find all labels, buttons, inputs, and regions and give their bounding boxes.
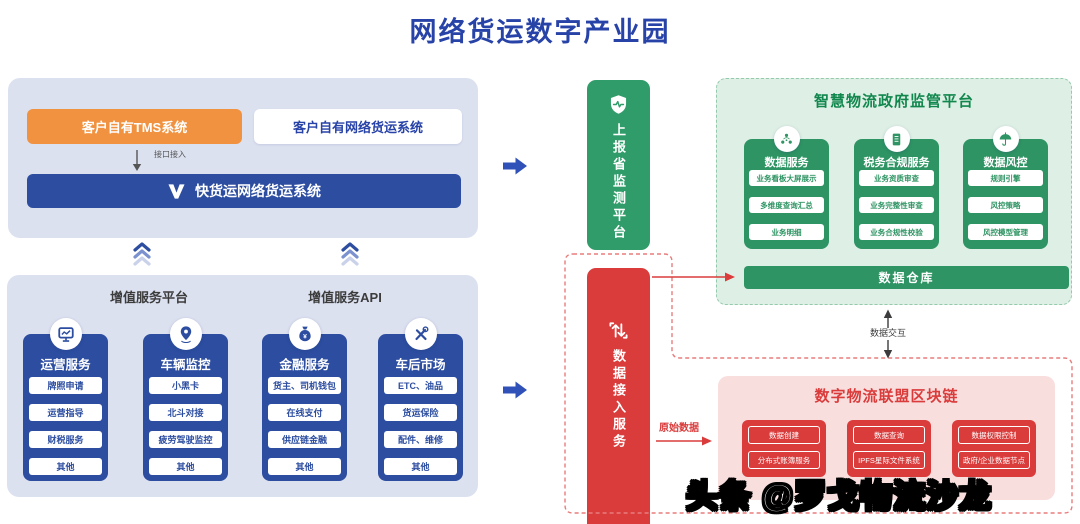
provincial-monitoring-label: 上报省监测平台 (611, 123, 626, 242)
svg-text:¥: ¥ (303, 334, 307, 341)
value-added-column: 车辆监控小黑卡北斗对接疲劳驾驶监控其他 (143, 318, 228, 481)
money-bag-icon: ¥ (288, 318, 321, 350)
gov-column: 税务合规服务业务资质审查业务完整性审查业务合规性校验 (854, 126, 939, 249)
column-title: 税务合规服务 (863, 157, 930, 169)
gov-service-item: 业务完整性审查 (859, 197, 934, 213)
value-added-api-header: 增值服务API (308, 290, 382, 305)
service-item: 货主、司机钱包 (268, 377, 341, 394)
data-nodes-icon (773, 126, 800, 152)
gov-service-item: 业务看板大屏展示 (749, 170, 824, 186)
blockchain-item: 分布式账簿服务 (748, 451, 820, 469)
gov-service-item: 业务明细 (749, 224, 824, 240)
gov-column: 数据服务业务看板大屏展示多维度查询汇总业务明细 (744, 126, 829, 249)
umbrella-icon (992, 126, 1019, 152)
chevron-up-icon (340, 241, 360, 267)
gov-service-item: 多维度查询汇总 (749, 197, 824, 213)
value-added-column: ¥ 金融服务货主、司机钱包在线支付供应链金融其他 (262, 318, 347, 481)
service-item: 其他 (149, 458, 222, 475)
blockchain-item: 数据权限控制 (958, 426, 1030, 444)
blockchain-block: 数据查询 IPFS星际文件系统 (847, 420, 931, 477)
right-arrow-icon (502, 380, 528, 400)
data-access-service-label: 数据接入服务 (611, 349, 626, 451)
blockchain-item: 政府/企业数据节点 (958, 451, 1030, 469)
gov-service-item: 规则引擎 (968, 170, 1043, 186)
service-item: 疲劳驾驶监控 (149, 431, 222, 448)
data-interact-label: 数据交互 (869, 328, 906, 338)
tools-icon (404, 318, 437, 350)
exchange-arrows-icon (608, 320, 629, 341)
kuaihuoyun-system-bar: 快货运网络货运系统 (27, 174, 461, 208)
value-added-column: 车后市场 ETC、油品货运保险配件、维修其他 (378, 318, 463, 481)
value-added-platform-header: 增值服务平台 (109, 290, 188, 305)
value-added-column: 运营服务牌照申请运营指导财税服务其他 (23, 318, 108, 481)
gov-service-item: 业务资质审查 (859, 170, 934, 186)
gov-column: 数据风控规则引擎风控策略风控模型管理 (963, 126, 1048, 249)
right-arrow-icon (502, 156, 528, 176)
gov-service-item: 业务合规性校验 (859, 224, 934, 240)
column-title: 金融服务 (279, 358, 330, 372)
data-warehouse-bar: 数据仓库 (744, 266, 1069, 289)
service-item: 配件、维修 (384, 431, 457, 448)
raw-data-label: 原始数据 (659, 423, 699, 434)
gov-supervision-title: 智慧物流政府监管平台 (813, 93, 974, 110)
service-item: 其他 (384, 458, 457, 475)
service-item: 在线支付 (268, 404, 341, 421)
column-title: 运营服务 (40, 358, 91, 372)
kuaihuoyun-logo-icon (167, 183, 186, 200)
provincial-monitoring-bar: 上报省监测平台 (587, 80, 650, 250)
column-title: 数据风控 (983, 157, 1028, 169)
client-systems-panel: 客户自有TMS系统 客户自有网络货运系统 接口接入 快货运网络货运系统 (8, 78, 478, 238)
tms-system-box: 客户自有TMS系统 (27, 109, 242, 144)
value-added-services-panel: 增值服务平台 增值服务API 运营服务牌照申请运营指导财税服务其他车辆监控小黑卡… (7, 275, 478, 497)
service-item: 牌照申请 (29, 377, 102, 394)
location-pin-icon (169, 318, 202, 350)
service-item: 小黑卡 (149, 377, 222, 394)
blockchain-item: 数据查询 (853, 426, 925, 444)
raw-data-arrow (656, 436, 712, 446)
service-item: ETC、油品 (384, 377, 457, 394)
page-title: 网络货运数字产业园 (409, 17, 671, 47)
service-item: 北斗对接 (149, 404, 222, 421)
watermark: 头条 @罗戈物流沙龙 (685, 477, 993, 515)
service-item: 运营指导 (29, 404, 102, 421)
interface-access-label: 接口接入 (154, 150, 186, 159)
column-title: 数据服务 (764, 157, 809, 169)
service-item: 其他 (268, 458, 341, 475)
service-item: 供应链金融 (268, 431, 341, 448)
gov-service-item: 风控模型管理 (968, 224, 1043, 240)
service-item: 货运保险 (384, 404, 457, 421)
gov-supervision-panel: 智慧物流政府监管平台 数据服务业务看板大屏展示多维度查询汇总业务明细税务合规服务… (716, 78, 1072, 305)
own-freight-system-box: 客户自有网络货运系统 (254, 109, 462, 144)
blockchain-block: 数据权限控制政府/企业数据节点 (952, 420, 1036, 477)
blockchain-title: 数字物流联盟区块链 (814, 388, 959, 405)
blockchain-item: IPFS星际文件系统 (853, 451, 925, 469)
chart-board-icon (49, 318, 82, 350)
blockchain-block: 数据创建分布式账簿服务 (742, 420, 826, 477)
gov-service-item: 风控策略 (968, 197, 1043, 213)
kuaihuoyun-system-label: 快货运网络货运系统 (195, 183, 321, 199)
data-access-service-bar: 数据接入服务 (587, 268, 650, 524)
column-title: 车辆监控 (160, 358, 211, 372)
chevron-up-icon (132, 241, 152, 267)
service-item: 其他 (29, 458, 102, 475)
column-title: 车后市场 (395, 358, 446, 372)
shield-pulse-icon (608, 94, 629, 115)
blockchain-item: 数据创建 (748, 426, 820, 444)
service-item: 财税服务 (29, 431, 102, 448)
tax-doc-icon (883, 126, 910, 152)
